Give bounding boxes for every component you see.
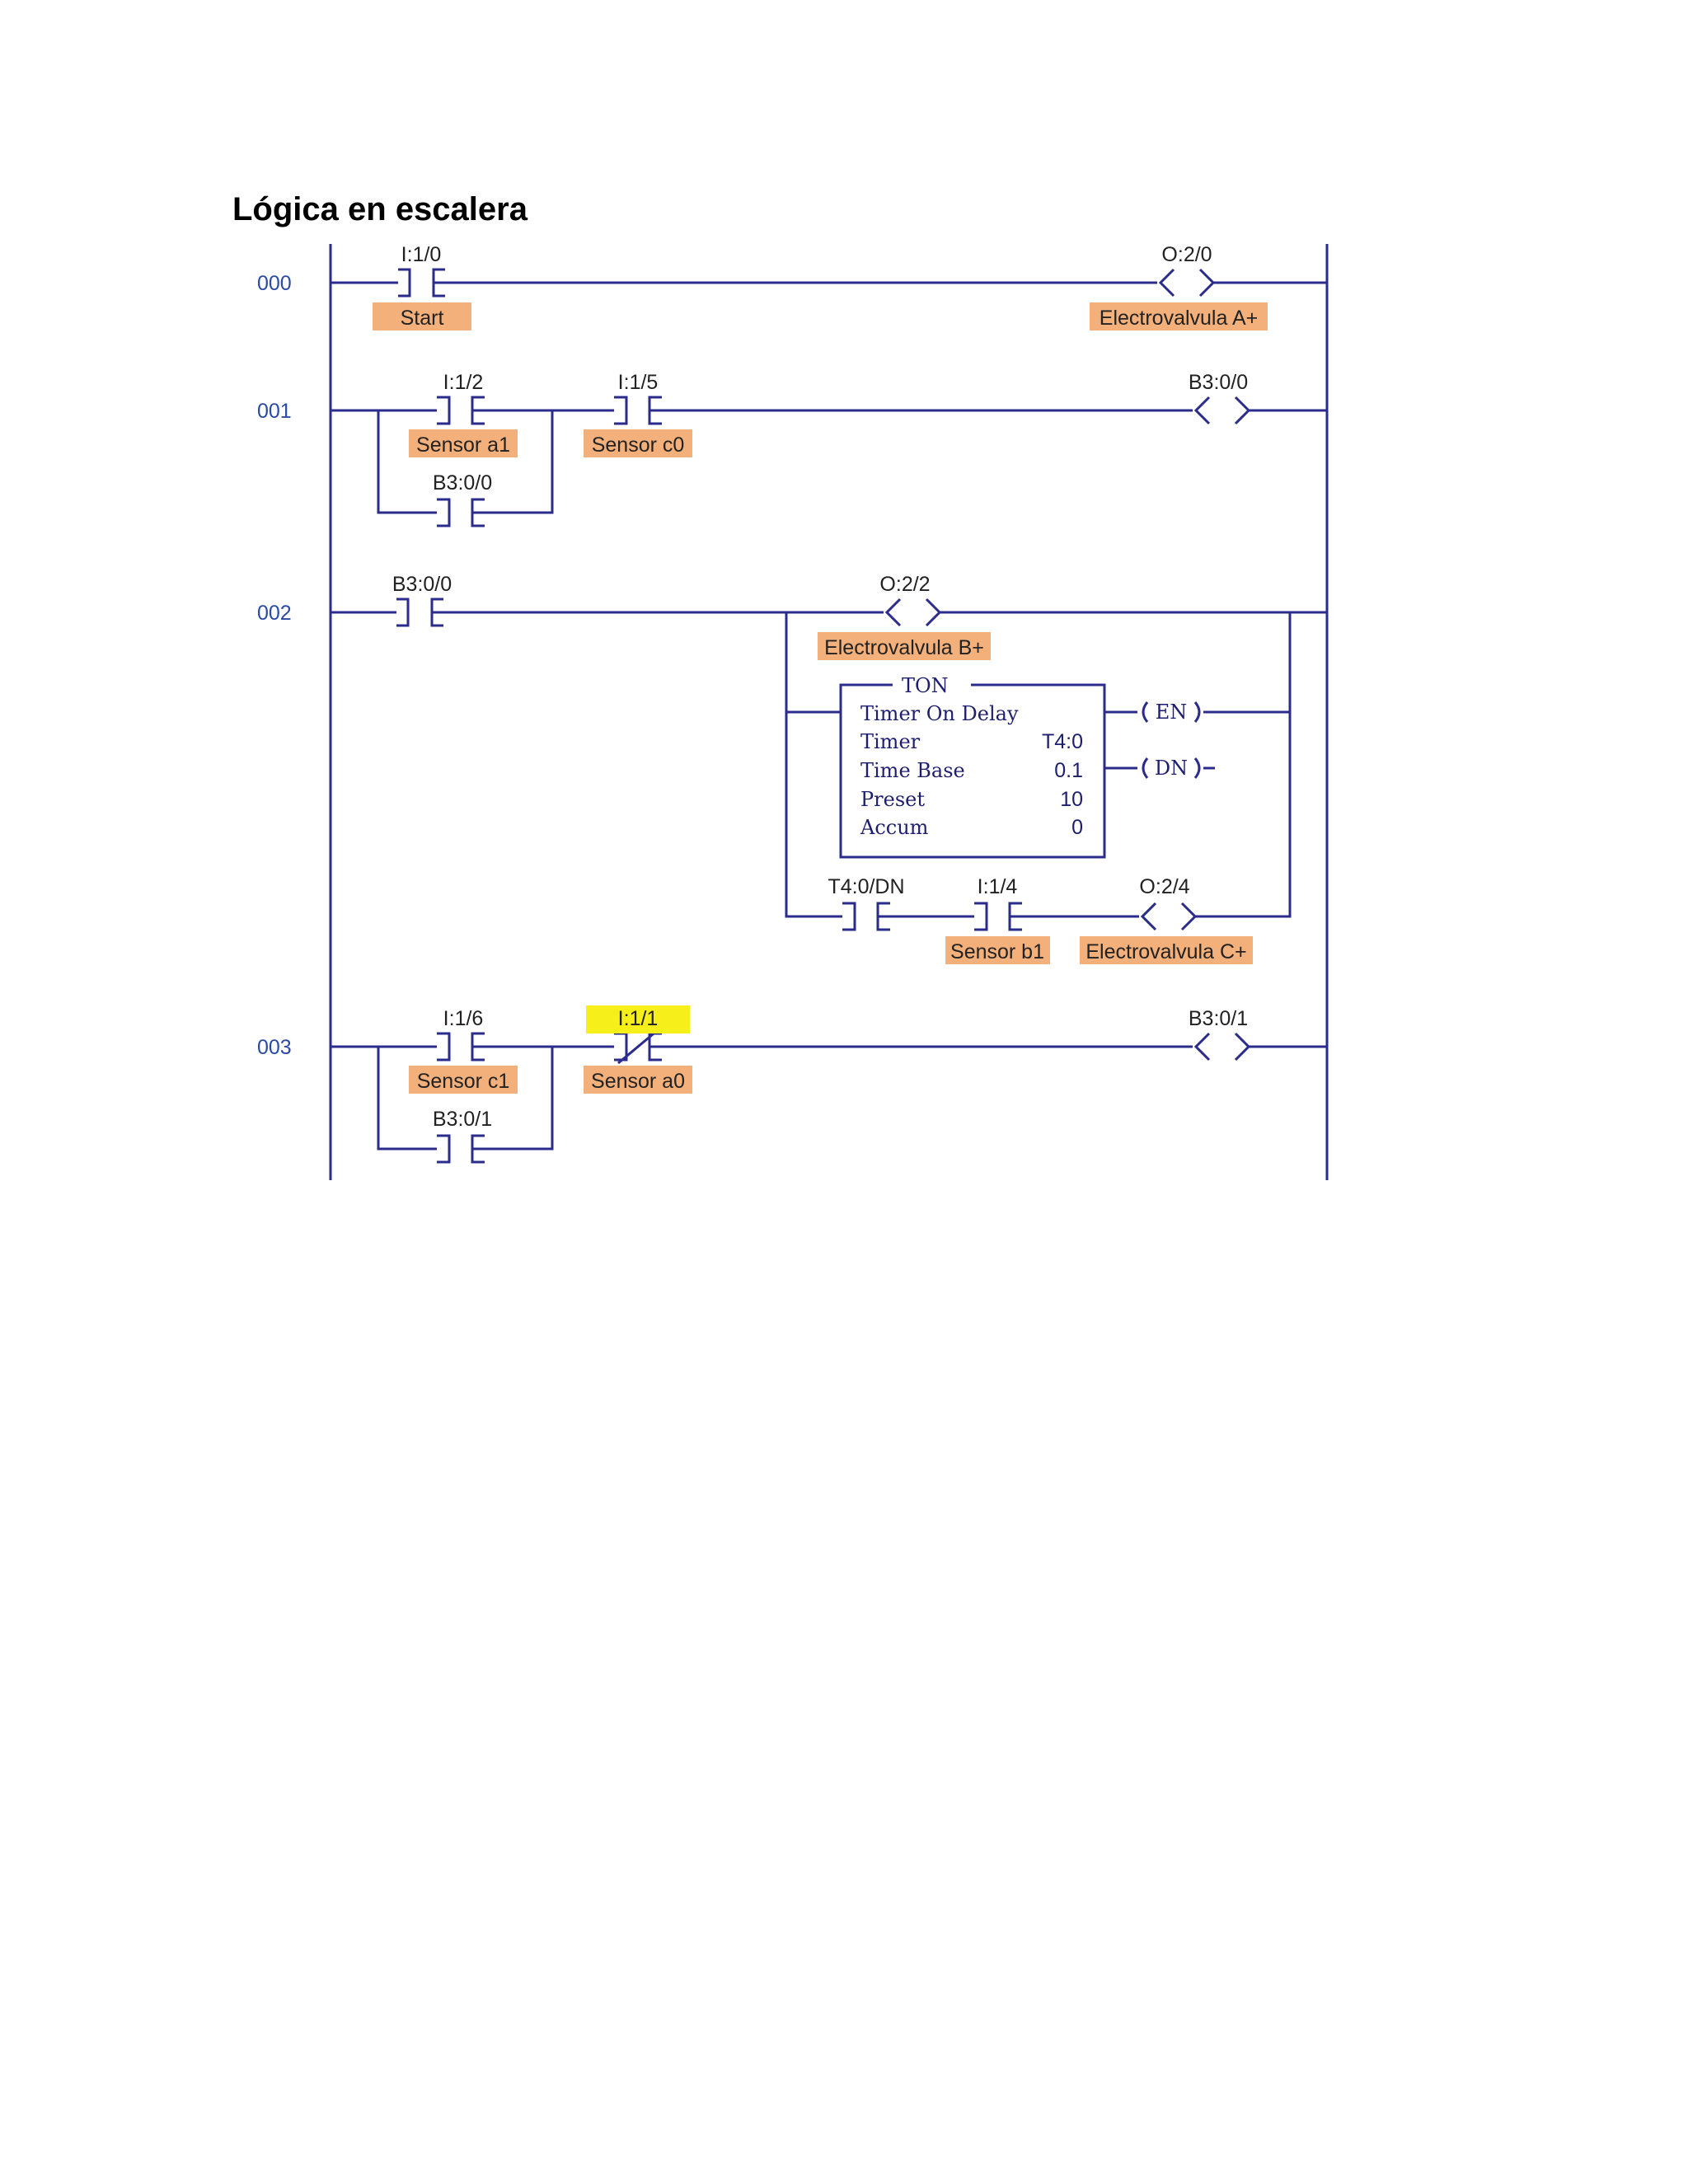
contact-label-bg (584, 1066, 692, 1094)
rung-001: 001 I:1/2 Sensor a1 B3:0/0 I:1/5 Sensor … (257, 371, 1327, 527)
coil-label-bg (818, 632, 991, 660)
contact-address: I:1/5 (618, 371, 659, 394)
contact-no[interactable] (437, 1134, 485, 1164)
contact-address: B3:0/0 (433, 471, 492, 494)
coil-label: Electrovalvula C+ (1085, 940, 1246, 963)
coil[interactable] (1193, 396, 1251, 425)
coil-address: B3:0/0 (1189, 371, 1248, 394)
timer-row-label: Accum (860, 816, 929, 839)
timer-dn-output (1142, 757, 1201, 779)
timer-header: TON (902, 674, 949, 697)
timer-en-label: EN (1156, 701, 1188, 724)
contact-label: Start (401, 307, 444, 330)
contact-address: I:1/4 (978, 875, 1018, 898)
rung-number: 001 (257, 400, 292, 423)
coil-address: O:2/2 (879, 573, 930, 596)
contact-label-bg (584, 429, 692, 457)
contact-label-bg (409, 429, 518, 457)
rung-003: 003 I:1/6 Sensor c1 B3:0/1 I:1/1 Sensor … (257, 1005, 1327, 1164)
coil-address: B3:0/1 (1189, 1007, 1248, 1030)
coil-address: O:2/0 (1161, 243, 1212, 266)
contact-label-bg (409, 1066, 518, 1094)
rung-002: 002 TON Timer On Delay Timer T4:0 Time B… (257, 573, 1327, 964)
timer-ton-block[interactable] (839, 683, 1106, 859)
contact-address: T4:0/DN (828, 875, 904, 898)
timer-dn-label: DN (1155, 757, 1188, 780)
coil[interactable] (1158, 268, 1216, 298)
coil[interactable] (1140, 902, 1198, 931)
timer-row-value: 0.1 (1054, 759, 1083, 782)
coil[interactable] (1193, 1032, 1251, 1062)
contact-address: I:1/6 (443, 1007, 484, 1030)
rung-number: 002 (257, 602, 292, 625)
contact-label-bg (945, 936, 1050, 964)
page-title: Lógica en escalera (232, 191, 528, 227)
contact-label: Sensor c1 (417, 1070, 510, 1093)
contact-address-highlight (586, 1005, 690, 1033)
timer-row-label: Time Base (860, 759, 965, 782)
coil-label: Electrovalvula B+ (824, 636, 984, 659)
timer-en-output (1142, 701, 1201, 723)
contact-address: I:1/1 (618, 1007, 659, 1030)
timer-row-value: 0 (1071, 816, 1083, 839)
contact-label: Sensor b1 (950, 940, 1044, 963)
coil-label: Electrovalvula A+ (1100, 307, 1258, 330)
timer-row-label: Timer (860, 730, 921, 753)
contact-address: B3:0/1 (433, 1108, 492, 1131)
contact-label: Sensor a0 (591, 1070, 685, 1093)
contact-address: I:1/0 (401, 243, 442, 266)
coil-address: O:2/4 (1139, 875, 1189, 898)
contact-no[interactable] (437, 498, 485, 527)
contact-label: Sensor c0 (592, 434, 685, 457)
coil[interactable] (884, 598, 942, 627)
contact-address: B3:0/0 (392, 573, 452, 596)
rung-000: 000 I:1/0 Start O:2/0 Electrovalvula A+ (257, 243, 1327, 330)
timer-row-value: T4:0 (1042, 730, 1083, 753)
coil-label-bg (1090, 302, 1268, 330)
contact-label: Sensor a1 (416, 434, 510, 457)
coil-label-bg (1080, 936, 1253, 964)
timer-row-value: 10 (1060, 788, 1083, 811)
timer-row-label: Preset (860, 788, 925, 811)
contact-address: I:1/2 (443, 371, 484, 394)
contact-label-bg (373, 302, 471, 330)
rung-number: 000 (257, 272, 292, 295)
timer-title: Timer On Delay (860, 702, 1019, 725)
rung-number: 003 (257, 1036, 292, 1059)
